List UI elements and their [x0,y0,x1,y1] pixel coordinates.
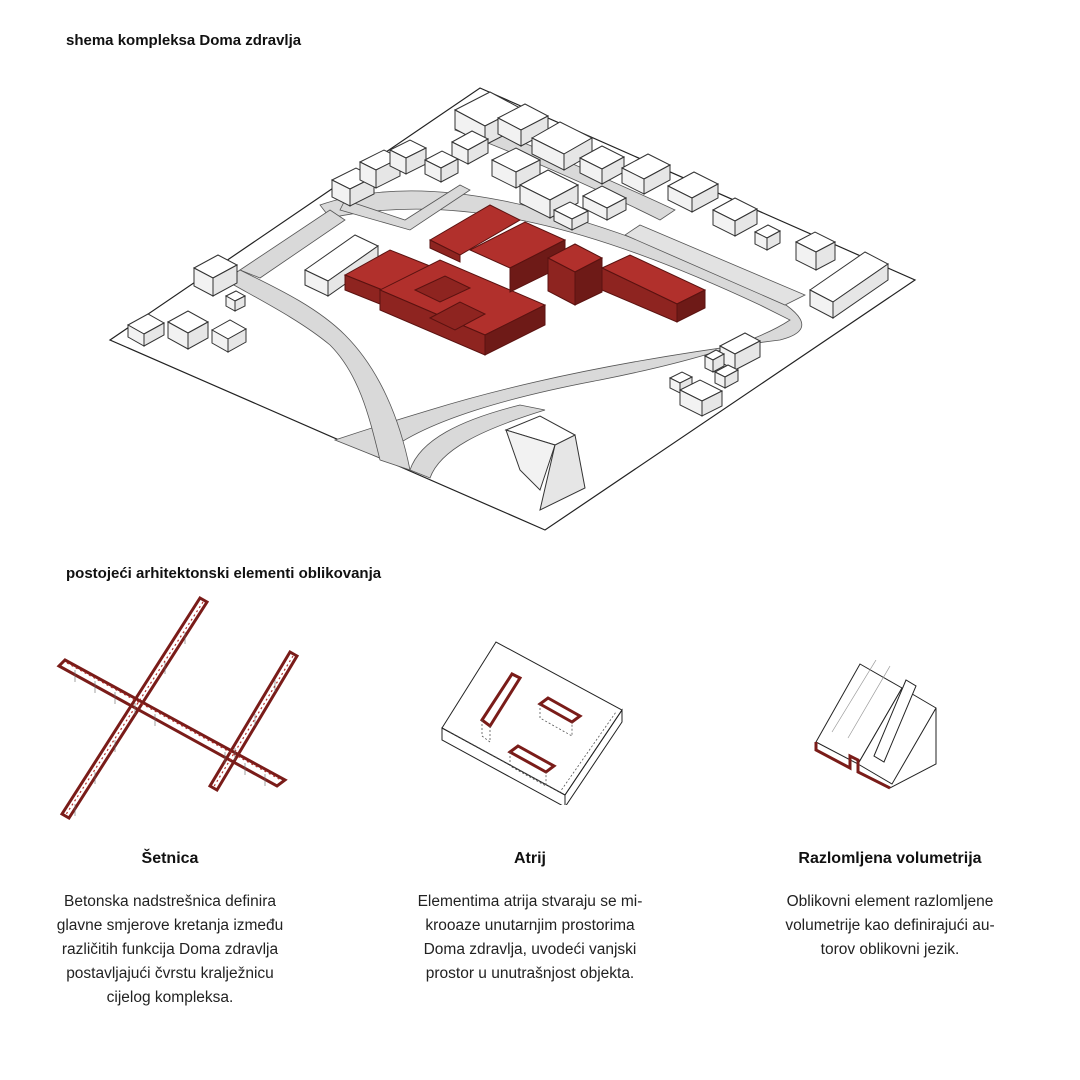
element-description: Oblikovni element razlomljene volumetrij… [785,893,995,958]
element-description: Elementima atrija stvaraju se mi- krooaz… [417,893,643,982]
site-axonometric-diagram [108,87,917,531]
building [530,121,594,171]
building [711,197,759,237]
building [578,145,626,185]
building [224,290,247,312]
element-title: Atrij [514,850,546,867]
building [703,349,726,373]
building [126,313,166,347]
building [210,319,248,353]
element-title: Razlomljena volumetrija [798,850,982,867]
building [678,379,724,417]
building [388,139,428,175]
building [490,147,542,189]
building [620,153,672,195]
building [166,310,210,350]
element-setnica: Šetnica Betonska nadstrešnica definira g… [20,850,320,1010]
element-atrij: Atrij Elementima atrija stvaraju se mi- … [380,850,680,986]
razlomljena-volumetrija-diagram [814,660,937,790]
building [581,185,628,221]
building [666,171,720,213]
health-center-complex [343,204,707,356]
building [504,415,586,511]
element-razlomljena-volumetrija: Razlomljena volumetrija Oblikovni elemen… [740,850,1040,962]
setnica-diagram [56,595,300,821]
building [809,251,889,319]
complex-scheme-title: shema kompleksa Doma zdravlja [66,32,302,49]
surrounding-buildings [126,91,889,511]
building [718,332,762,371]
element-description: Betonska nadstrešnica definira glavne sm… [56,893,284,1006]
building [552,201,590,231]
building [713,364,740,389]
elements-title: postojeći arhitektonski elementi oblikov… [66,565,382,582]
element-title: Šetnica [141,850,199,867]
building [794,231,837,271]
building [192,254,239,297]
building [450,130,490,165]
atrij-diagram [441,641,623,805]
building [753,224,782,251]
